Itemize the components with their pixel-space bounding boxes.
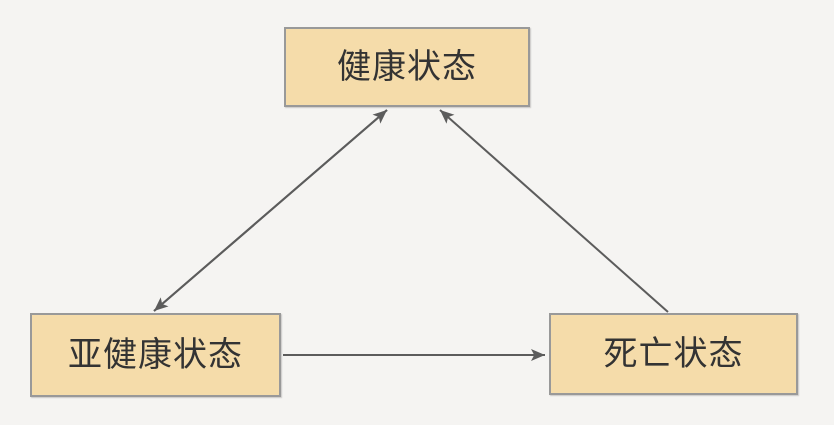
edge-death-to-healthy — [439, 109, 669, 313]
node-death-label: 死亡状态 — [603, 335, 744, 373]
edge-healthy-to-subhealthy — [153, 109, 388, 312]
node-healthy-label: 健康状态 — [337, 48, 477, 86]
node-subhealthy: 亚健康状态 — [30, 313, 281, 397]
node-subhealthy-label: 亚健康状态 — [68, 336, 243, 374]
edge-subhealthy-to-healthy — [153, 109, 388, 312]
node-death: 死亡状态 — [549, 313, 798, 395]
node-healthy: 健康状态 — [284, 27, 530, 107]
